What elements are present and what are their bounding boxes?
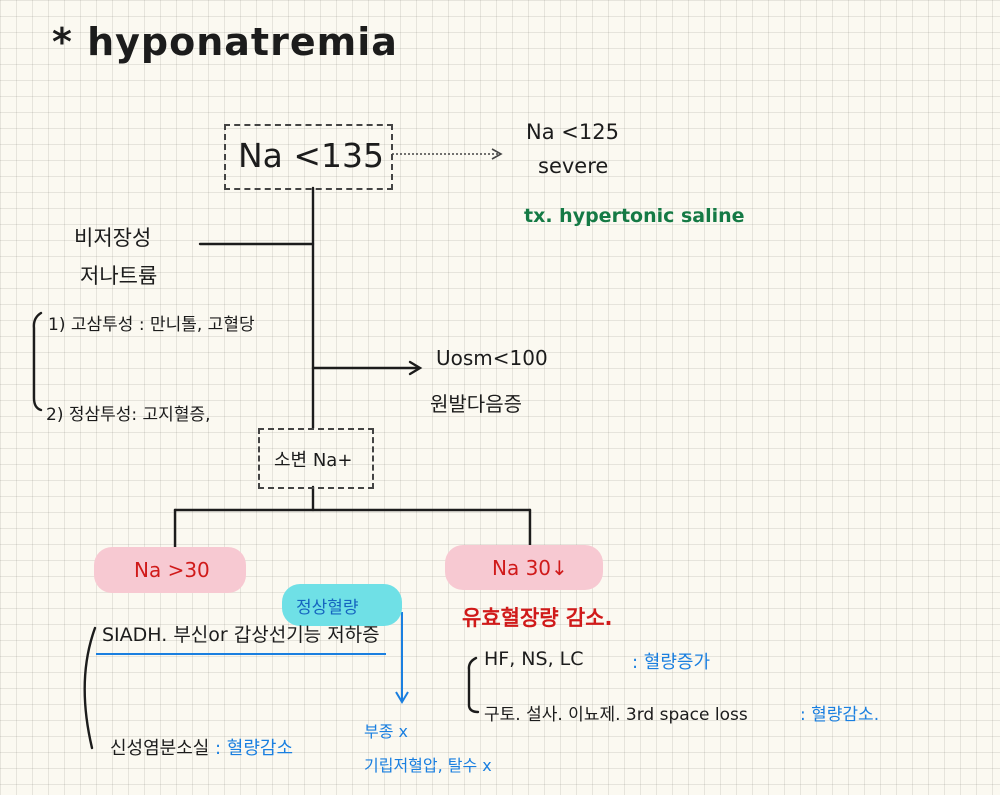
high-branch-bracket [83,626,97,750]
normal-volume-note-orthostatic: 기립저혈압, 탈수 x [364,756,492,775]
uosm-arrowhead [408,360,423,376]
isotonic-type: 2) 정삼투성: 고지혈증, [46,405,211,425]
root-box [224,124,393,190]
siadh-item: SIADH. 부신or 갑상선기능 저하증 [102,624,380,646]
low-branch-subtitle: 유효혈장량 감소. [462,606,613,630]
high-branch-pill [94,547,246,593]
urine-na-label: 소변 Na+ [274,450,353,471]
low-branch-pill [445,545,603,590]
renal-salt-wasting-item: 신성염분소실 [110,738,210,759]
uosm-threshold: Uosm<100 [436,346,548,370]
nonhypotonic-line2: 저나트륨 [80,264,158,288]
normal-volume-note-edema: 부종 x [364,722,408,741]
high-branch-label: Na >30 [134,558,210,582]
severe-label: severe [538,154,609,178]
severe-threshold: Na <125 [526,120,619,144]
hypertonic-type: 1) 고삼투성 : 만니톨, 고혈당 [48,315,255,335]
normal-volume-arrowhead [395,691,409,704]
low-branch-bracket [467,656,480,714]
types-bracket [32,311,43,412]
hf-ns-lc-note: : 혈량증가 [632,652,711,673]
hf-ns-lc-item: HF, NS, LC [484,648,584,670]
gi-loss-note: : 혈량감소. [800,705,880,725]
urine-na-box [258,428,374,489]
renal-salt-wasting-note: : 혈량감소 [215,738,294,759]
severe-arrowhead [491,148,503,160]
root-label: Na <135 [238,136,385,175]
uosm-diagnosis: 원발다음증 [430,392,522,416]
nonhypotonic-line1: 비저장성 [74,226,152,250]
normal-volume-pill [282,584,402,626]
page-title: * hyponatremia [52,20,398,64]
low-branch-label: Na 30↓ [492,556,568,580]
normal-volume-label: 정상혈량 [296,598,359,618]
severe-treatment: tx. hypertonic saline [524,205,745,227]
gi-loss-item: 구토. 설사. 이뇨제. 3rd space loss [484,705,748,725]
